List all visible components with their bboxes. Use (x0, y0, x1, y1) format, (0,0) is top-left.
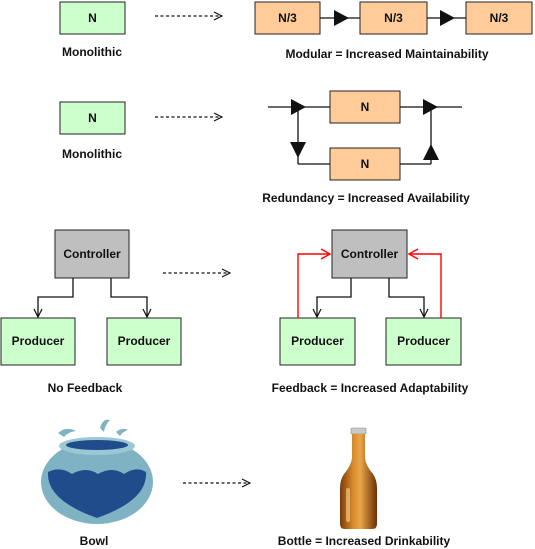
controller-box-right (331, 229, 408, 279)
modular-box-3 (465, 1, 533, 35)
bottle-caption: Bottle = Increased Drinkability (278, 534, 451, 548)
row-bowl-bottle: Bowl Bottle = Increased Drinkability (41, 419, 451, 548)
bowl-splash-right (116, 428, 128, 436)
bowl-water (47, 469, 147, 518)
controller-to-producer-2-line (110, 278, 147, 317)
monolithic-box-2 (59, 101, 126, 135)
producer-box-left-1 (0, 317, 76, 366)
feedback-controller-to-producer-1-line (317, 278, 352, 317)
bowl-opening (66, 440, 128, 450)
redundancy-down-arrow (290, 142, 306, 158)
producer-label-left-2: Producer (118, 334, 171, 348)
modular-box-2-label: N/3 (384, 11, 403, 25)
modular-box-3-label: N/3 (490, 11, 509, 25)
row-modular: N Monolithic N/3 N/3 N/3 Modular = Incre… (59, 1, 533, 61)
controller-label-right: Controller (341, 247, 399, 261)
redundancy-box-2 (329, 147, 401, 181)
feedback-caption: Feedback = Increased Adaptability (272, 381, 469, 395)
bowl-caption: Bowl (80, 534, 109, 548)
row-redundancy: N Monolithic N N Redundancy = Increased … (59, 90, 470, 205)
modular-box-2 (359, 1, 428, 35)
feedback-arrow-left (297, 248, 332, 318)
bottle-cap (350, 427, 367, 435)
feedback-arrow-right (407, 248, 442, 318)
producer-box-right-2 (385, 317, 462, 366)
row-feedback: Controller Producer Producer No Feedback… (0, 229, 469, 395)
monolithic-box-2-label: N (88, 111, 97, 125)
controller-label-left: Controller (63, 247, 121, 261)
redundancy-up-arrow (423, 144, 439, 160)
redundancy-box-1 (329, 90, 401, 124)
bottle-highlight (346, 488, 350, 522)
modular-flow-arrow-1 (334, 10, 349, 26)
bowl-splash-left (58, 428, 76, 437)
modular-flow-arrow-2 (440, 10, 455, 26)
feedback-controller-to-producer-2-line (388, 278, 424, 317)
producer-box-right-1 (279, 317, 356, 366)
producer-label-right-2: Producer (397, 334, 450, 348)
monolithic-caption-1: Monolithic (62, 45, 122, 59)
producer-box-left-2 (106, 317, 182, 366)
producer-label-right-1: Producer (291, 334, 344, 348)
modular-caption: Modular = Increased Maintainability (285, 47, 488, 61)
producer-label-left-1: Producer (12, 334, 65, 348)
controller-to-producer-1-line (38, 278, 74, 317)
monolithic-box-1 (59, 1, 126, 35)
monolithic-box-1-label: N (88, 11, 97, 25)
bowl-splash-mid (100, 419, 110, 432)
bottle-illustration (340, 427, 377, 529)
redundancy-caption: Redundancy = Increased Availability (262, 191, 470, 205)
modular-box-1 (254, 1, 321, 35)
monolithic-caption-2: Monolithic (62, 147, 122, 161)
bottle-body (340, 434, 377, 529)
modular-box-1-label: N/3 (278, 11, 297, 25)
no-feedback-caption: No Feedback (48, 381, 123, 395)
controller-box-left (54, 229, 130, 279)
bowl-illustration (41, 419, 153, 524)
redundancy-box-2-label: N (361, 157, 370, 171)
redundancy-box-1-label: N (361, 100, 370, 114)
